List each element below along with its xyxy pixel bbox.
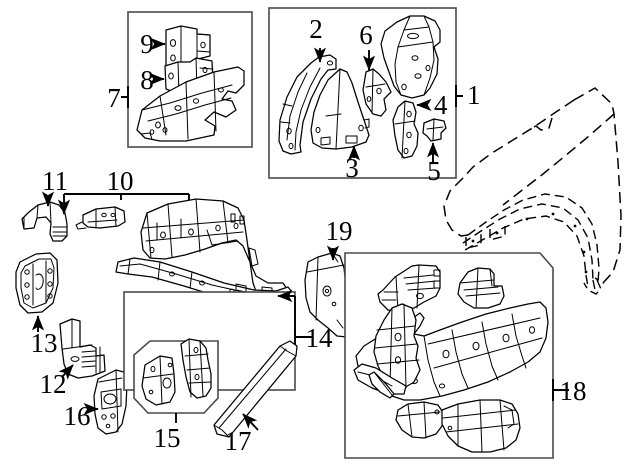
callout-5: 5 — [427, 156, 441, 186]
callout-19: 19 — [326, 216, 353, 246]
leader-7 — [121, 86, 129, 108]
small-clip[interactable] — [422, 118, 447, 142]
narrow-bracket[interactable] — [83, 369, 128, 435]
side-bracket[interactable] — [392, 100, 419, 159]
callout-1: 1 — [467, 80, 481, 110]
rail-bracket-pair[interactable] — [57, 193, 196, 230]
upper-strut-tower-panel[interactable] — [380, 15, 441, 99]
frame-tower[interactable] — [373, 303, 421, 389]
callout-11: 11 — [42, 166, 68, 196]
reinforcement-small[interactable] — [362, 68, 392, 117]
mount-plate[interactable] — [15, 252, 59, 332]
fender-outline — [443, 87, 622, 295]
leader-1 — [455, 85, 463, 107]
leader-17 — [242, 413, 259, 431]
callout-3: 3 — [345, 153, 359, 183]
callout-6: 6 — [359, 20, 373, 50]
callout-18: 18 — [560, 376, 587, 406]
callout-7: 7 — [107, 83, 121, 113]
callout-16: 16 — [64, 401, 91, 431]
wheelhouse-panel[interactable] — [278, 54, 337, 155]
leader-12 — [58, 364, 74, 380]
apron-rail-assembly[interactable] — [136, 66, 245, 142]
hinge-pillar-upper[interactable] — [180, 338, 212, 399]
callout-12: 12 — [40, 369, 67, 399]
callout-14: 14 — [306, 323, 334, 353]
callout-13: 13 — [31, 328, 58, 358]
brace-rod[interactable] — [213, 340, 298, 438]
callout-4: 4 — [434, 90, 448, 120]
group-box-18[interactable] — [344, 252, 569, 459]
front-side-rail-upper[interactable] — [140, 198, 288, 301]
splash-panel-right[interactable] — [441, 399, 521, 453]
leader-10-bracket — [63, 193, 190, 220]
bracket-upper-a[interactable] — [165, 25, 211, 73]
upper-right-panel[interactable] — [457, 267, 505, 309]
small-blade[interactable] — [368, 371, 395, 399]
splash-panel-left[interactable] — [395, 401, 445, 439]
hinge-pillar-lower[interactable] — [141, 355, 176, 406]
callout-15: 15 — [154, 423, 181, 453]
apron-panel[interactable] — [310, 68, 370, 150]
upper-tray-panel[interactable] — [377, 264, 441, 313]
group-box-1[interactable] — [268, 7, 463, 179]
callout-2: 2 — [309, 14, 323, 44]
splash-shield[interactable] — [304, 245, 357, 338]
callout-8: 8 — [140, 65, 154, 95]
group-box-7[interactable] — [121, 11, 253, 148]
leader-18 — [552, 379, 569, 401]
callout-9: 9 — [140, 29, 154, 59]
group-box-15[interactable] — [133, 338, 219, 423]
angle-bracket[interactable] — [58, 318, 106, 380]
callout-10: 10 — [107, 166, 134, 196]
callout-labels: 1 2 3 4 5 6 7 8 9 10 11 12 13 14 15 16 1… — [31, 14, 587, 456]
hook-bracket[interactable] — [21, 191, 68, 242]
callout-17: 17 — [225, 426, 252, 456]
